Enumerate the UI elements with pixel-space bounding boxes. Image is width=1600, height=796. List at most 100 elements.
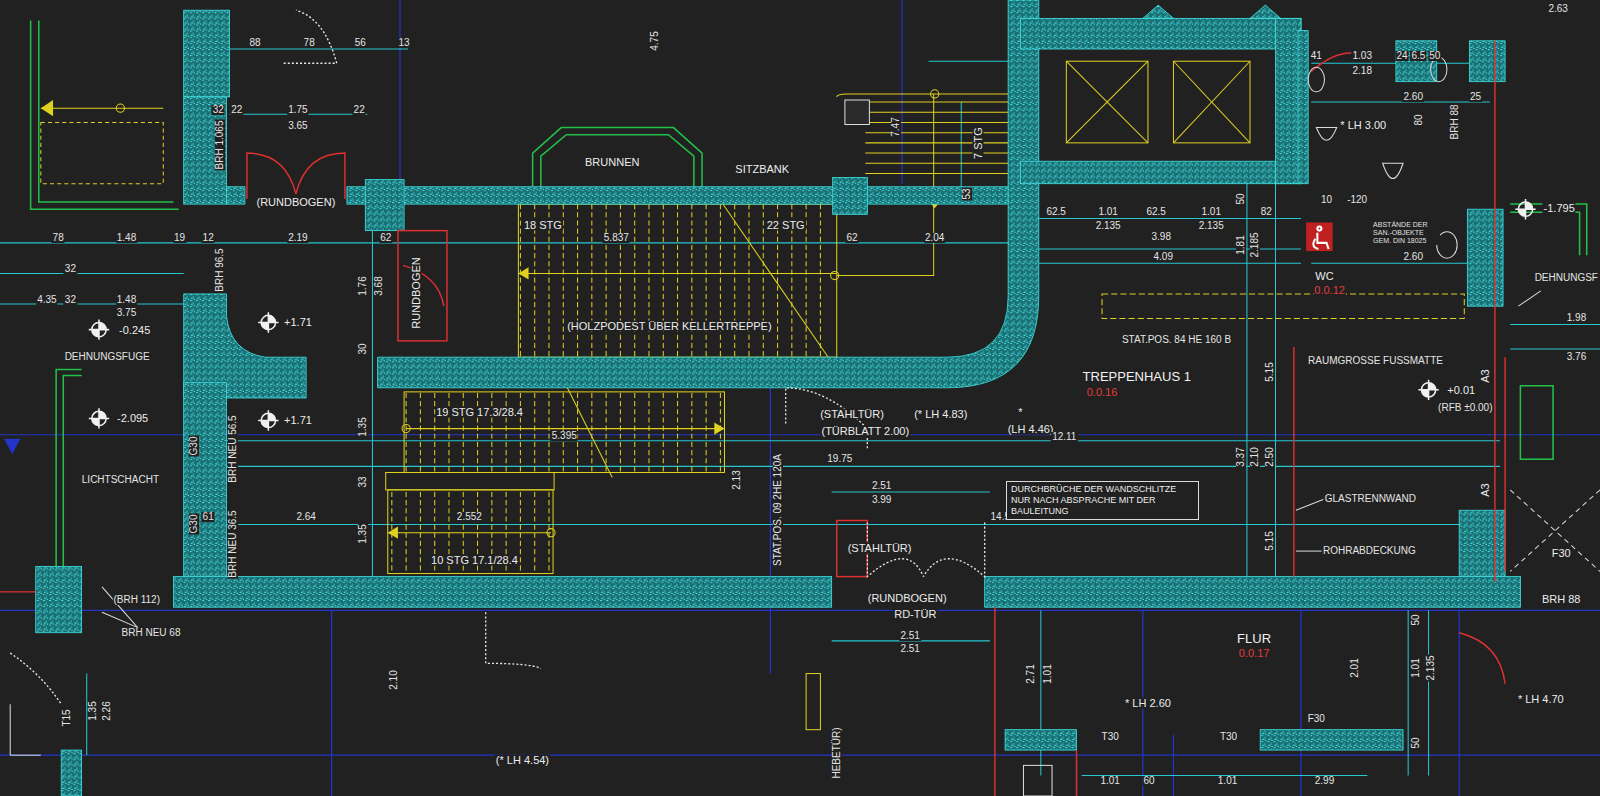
dimension-label: 2.552 (456, 512, 483, 522)
plan-label: BRUNNEN (584, 157, 640, 168)
dimension-label: 1.35 (358, 416, 368, 437)
note-box: DURCHBRÜCHE DER WANDSCHLITZE NUR NACH AB… (1006, 481, 1199, 521)
dimension-label: 5.15 (1265, 530, 1275, 551)
dimension-label: 1.35 (358, 523, 368, 544)
dimension-label: 2.135 (1426, 655, 1436, 682)
dimension-label: 30 (358, 342, 368, 355)
plan-label: SITZBANK (734, 164, 790, 175)
dimension-label: 2.51 (871, 481, 892, 491)
plan-label: (RUNDBOGEN) (255, 197, 336, 208)
dimension-label: RAUMGROSSE FUSSMATTE (1307, 356, 1444, 366)
dimension-label: BRH NEU 56.5 (228, 414, 238, 483)
dimension-label: 2.135 (1198, 221, 1225, 231)
dimension-label: 82 (1260, 207, 1273, 217)
plan-label: (RUNDBOGEN) (867, 593, 948, 604)
room-name: TREPPENHAUS 1 (1082, 369, 1192, 382)
dimension-label: 2.135 (1095, 221, 1122, 231)
plan-label: (STAHLTÜR) (847, 543, 913, 554)
plan-label: RD-TÜR (893, 609, 937, 620)
dimension-label: G30 (189, 513, 199, 534)
note-label: ABSTÄNDE DER SAN.-OBJEKTE GEM. DIN 18025 (1372, 221, 1440, 245)
dimension-label: 2.10 (389, 669, 399, 690)
plan-label: F30 (1551, 548, 1572, 559)
dimension-label: DEHNUNGSF (1534, 273, 1599, 283)
dimension-label: 61 (202, 512, 215, 522)
dimension-label: 1.48 (116, 295, 137, 305)
plan-label: 10 STG 17.1/28.4 (430, 555, 519, 566)
dimension-label: 3.75 (116, 308, 137, 318)
room-number: 0.0.17 (1238, 648, 1271, 659)
dimension-label: 41 (1310, 51, 1323, 61)
dimension-label: 2.99 (1314, 776, 1335, 786)
dimension-label: 56 (354, 38, 367, 48)
dimension-label: 1.48 (116, 233, 137, 243)
plan-label: * (1017, 407, 1023, 418)
dimension-label: 1.01 (1099, 776, 1120, 786)
dimension-label: 3.76 (1566, 352, 1587, 362)
plan-label: +0.01 (1446, 384, 1476, 395)
plan-label: A3 (1479, 482, 1490, 497)
dimension-label: 1.01 (1217, 776, 1238, 786)
plan-label: A3 (1479, 368, 1490, 383)
plan-label: (TÜRBLATT 2.00) (820, 425, 910, 436)
dimension-label: BRH NEU 36.5 (228, 509, 238, 578)
dimension-label: 2.04 (924, 233, 945, 243)
plan-label: (HOLZPODEST ÜBER KELLERTREPPE) (566, 320, 772, 331)
dimension-label: 62 (845, 233, 858, 243)
dimension-label: HEBETÜR) (832, 727, 842, 780)
dimension-label: 1.75 (287, 105, 308, 115)
plan-label: * LH 2.60 (1124, 698, 1172, 709)
dimension-label: 7.47 (891, 116, 901, 137)
dimension-label: (BRH 112) (112, 595, 161, 605)
dimension-label: 1.81 (1236, 234, 1246, 255)
plan-label: 19 STG 17.3/28.4 (435, 407, 524, 418)
dimension-label: 32 (64, 295, 77, 305)
dimension-label: 5.837 (603, 233, 630, 243)
dimension-label: BRH 96.5 (215, 248, 225, 293)
dimension-label: 5.395 (551, 431, 578, 441)
dimension-label: 50 (1411, 736, 1421, 749)
dimension-label: 2.10 (1250, 446, 1260, 467)
dimension-label: 12.11 (1051, 432, 1077, 442)
dimension-label: 2.01 (1350, 658, 1360, 679)
dimension-label: 2.64 (295, 512, 316, 522)
dimension-label: BRH NEU 68 (121, 628, 182, 638)
plan-label: 7 STG (972, 126, 983, 160)
dimension-label: 2.50 (1265, 446, 1275, 467)
dimension-label: 1.01 (1411, 658, 1421, 679)
dimension-label: -120 (1346, 195, 1368, 205)
dimension-label: 12 (202, 233, 215, 243)
dimension-label: 80 (1414, 114, 1424, 127)
dimension-label: 22 (353, 105, 366, 115)
plan-label: 18 STG (523, 219, 563, 230)
dimension-label: 4.09 (1153, 252, 1174, 262)
dimension-label: 50 (1411, 614, 1421, 627)
plan-label: (* LH 4.54) (495, 755, 550, 766)
dimension-label: 78 (52, 233, 65, 243)
dimension-label: 5.15 (1265, 362, 1275, 383)
dimension-label: 2.26 (102, 701, 112, 722)
plan-label: (LH 4.46) (1007, 423, 1055, 434)
dimension-label: G30 (189, 436, 199, 457)
dimension-label: T15 (62, 709, 72, 728)
dimension-label: 32 (64, 264, 77, 274)
dimension-label: 4.35 (36, 295, 57, 305)
dimension-label: 33 (358, 475, 368, 488)
dimension-label: 3.37 (1236, 446, 1246, 467)
dimension-label: STAT.POS. 84 HE 160 B (1121, 335, 1232, 345)
dimension-label: 4.75 (650, 30, 660, 51)
dimension-label: 2.63 (1547, 4, 1568, 14)
dimension-label: 62.5 (1145, 207, 1166, 217)
plan-label: -2.095 (116, 413, 149, 424)
dimension-label: 2.19 (287, 233, 308, 243)
dimension-label: 60 (1142, 776, 1155, 786)
dimension-label: 19 (173, 233, 186, 243)
dimension-label: T30 (1219, 732, 1238, 742)
plan-label: WC (1314, 270, 1334, 281)
dimension-label: 3.68 (374, 275, 384, 296)
plan-label: * LH 4.70 (1517, 694, 1565, 705)
dimension-label: DEHNUNGSFUGE (64, 352, 151, 362)
dimension-label: 53 (962, 187, 972, 200)
dimension-label: 10 (1320, 195, 1333, 205)
